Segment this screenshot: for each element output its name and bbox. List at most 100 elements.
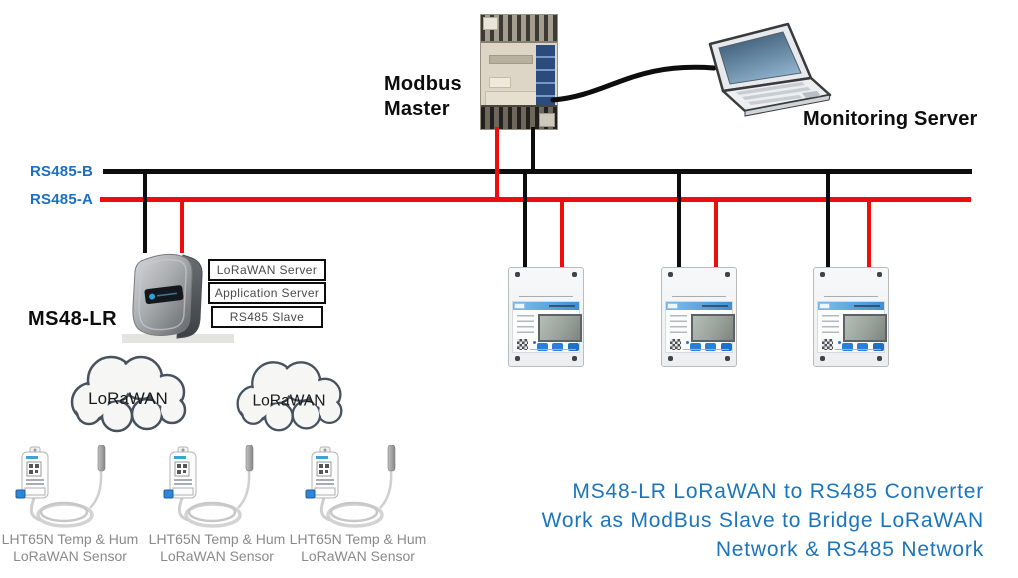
sensor-probe bbox=[245, 445, 254, 472]
sensor-1-label-line2: LoRaWAN Sensor bbox=[13, 548, 127, 564]
sensor-connector bbox=[163, 489, 174, 499]
rs485-b-bus-line bbox=[103, 169, 972, 174]
converter-rs485a-wire bbox=[180, 199, 184, 253]
sensor-logo bbox=[316, 456, 328, 459]
rs485-a-bus-line bbox=[100, 197, 971, 202]
modbus-master-label: Modbus Master bbox=[384, 72, 462, 122]
meter-header-stripe bbox=[666, 302, 732, 310]
meter-lcd-display bbox=[538, 314, 582, 342]
plc-status-panel bbox=[536, 45, 555, 105]
plc-device bbox=[480, 14, 558, 130]
meter-ok-button bbox=[568, 343, 579, 351]
rs485-a-label: RS485-A bbox=[30, 191, 94, 208]
rs485-power-meter-3 bbox=[813, 267, 889, 367]
meter-footer-text bbox=[835, 348, 881, 350]
meter-qr-code bbox=[517, 339, 528, 350]
meter-lcd-display bbox=[843, 314, 887, 342]
sensor-3-label-line1: LHT65N Temp & Hum bbox=[289, 531, 427, 547]
plc-slot bbox=[489, 55, 533, 64]
sensor-logo bbox=[26, 456, 38, 459]
meter-lcd-display bbox=[691, 314, 735, 342]
meter3-rs485a-wire bbox=[867, 199, 871, 269]
meter3-rs485b-wire bbox=[826, 171, 830, 269]
meter-header-stripe bbox=[513, 302, 579, 310]
sensor-qr-code bbox=[174, 461, 190, 477]
sensor-logo bbox=[174, 456, 186, 459]
meter-esc-button bbox=[705, 343, 716, 351]
converter-display-window bbox=[144, 285, 184, 305]
sensor-qr-code bbox=[26, 461, 42, 477]
converter-role-application-server: Application Server bbox=[208, 282, 326, 304]
rs485-b-label: RS485-B bbox=[30, 163, 94, 180]
laptop-screen bbox=[718, 31, 802, 85]
meter-spec-text bbox=[822, 315, 839, 336]
sensor-1-label: LHT65N Temp & Hum LoRaWAN Sensor bbox=[0, 531, 145, 565]
meter-footer-text bbox=[683, 348, 729, 350]
caption-line1: MS48-LR LoRaWAN to RS485 Converter bbox=[572, 480, 984, 503]
meter2-rs485b-wire bbox=[677, 171, 681, 269]
meter1-rs485b-wire bbox=[523, 171, 527, 269]
plc-label-plate bbox=[489, 77, 511, 88]
sensor-connector bbox=[305, 489, 316, 499]
monitoring-server-laptop bbox=[708, 22, 832, 117]
meter-header-stripe bbox=[818, 302, 884, 310]
caption-line2: Work as ModBus Slave to Bridge LoRaWAN bbox=[541, 509, 984, 532]
lht65n-sensor-1 bbox=[15, 445, 106, 528]
converter-shadow bbox=[122, 334, 234, 343]
meter-esc-button bbox=[857, 343, 868, 351]
plc-laptop-cable bbox=[550, 64, 717, 103]
converter-rs485b-wire bbox=[143, 171, 147, 253]
cloud-1-label: LoRaWAN bbox=[88, 389, 168, 408]
sensor-2-label-line2: LoRaWAN Sensor bbox=[160, 548, 274, 564]
ms48-lr-converter-device bbox=[132, 253, 203, 339]
meter-spec-text bbox=[670, 315, 687, 336]
converter-role-lorawan-server: LoRaWAN Server bbox=[208, 259, 326, 281]
converter-name-label: MS48-LR bbox=[28, 308, 118, 330]
converter-bevel bbox=[138, 258, 187, 331]
meter-ok-button bbox=[721, 343, 732, 351]
sensor-3-label: LHT65N Temp & Hum LoRaWAN Sensor bbox=[283, 531, 433, 565]
meter-spec-text bbox=[517, 315, 534, 336]
plc-corner-tab-bottom bbox=[539, 113, 555, 127]
converter-role-rs485-slave: RS485 Slave bbox=[211, 306, 323, 328]
meter-qr-code bbox=[822, 339, 833, 350]
meter1-rs485a-wire bbox=[560, 199, 564, 269]
lorawan-cloud-1: LoRaWAN bbox=[70, 355, 187, 433]
sensor-1-label-line1: LHT65N Temp & Hum bbox=[1, 531, 139, 547]
plc-corner-tab bbox=[483, 17, 498, 30]
converter-logo-dot bbox=[149, 293, 156, 300]
caption-line3: Network & RS485 Network bbox=[715, 538, 984, 561]
rs485-power-meter-2 bbox=[661, 267, 737, 367]
meter-set-button bbox=[537, 343, 548, 351]
lht65n-sensor-3 bbox=[305, 445, 396, 528]
meter-esc-button bbox=[552, 343, 563, 351]
plc-rs485b-wire bbox=[531, 127, 535, 174]
laptop-keyboard bbox=[736, 82, 821, 105]
meter-set-button bbox=[690, 343, 701, 351]
sensor-2-label-line1: LHT65N Temp & Hum bbox=[148, 531, 286, 547]
meter-indicator-led bbox=[838, 341, 841, 344]
meter-ok-button bbox=[873, 343, 884, 351]
laptop-front-edge bbox=[744, 94, 831, 117]
monitoring-server-label: Monitoring Server bbox=[803, 108, 978, 130]
meter-indicator-led bbox=[533, 341, 536, 344]
lorawan-cloud-2: LoRaWAN bbox=[236, 361, 343, 432]
rs485-power-meter-1 bbox=[508, 267, 584, 367]
meter-footer-text bbox=[530, 348, 576, 350]
modbus-master-line2: Master bbox=[384, 98, 450, 120]
sensor-qr-code bbox=[316, 461, 332, 477]
lht65n-sensor-2 bbox=[163, 445, 254, 528]
meter2-rs485a-wire bbox=[714, 199, 718, 269]
meter-indicator-led bbox=[686, 341, 689, 344]
plc-rs485a-wire bbox=[495, 127, 499, 202]
sensor-3-label-line2: LoRaWAN Sensor bbox=[301, 548, 415, 564]
meter-qr-code bbox=[670, 339, 681, 350]
diagram-caption: MS48-LR LoRaWAN to RS485 Converter Work … bbox=[542, 477, 984, 564]
sensor-connector bbox=[15, 489, 26, 499]
sensor-2-label: LHT65N Temp & Hum LoRaWAN Sensor bbox=[142, 531, 292, 565]
sensor-probe bbox=[387, 445, 396, 472]
sensor-probe bbox=[97, 445, 106, 472]
modbus-master-line1: Modbus bbox=[384, 73, 462, 95]
cloud-2-label: LoRaWAN bbox=[252, 392, 325, 409]
